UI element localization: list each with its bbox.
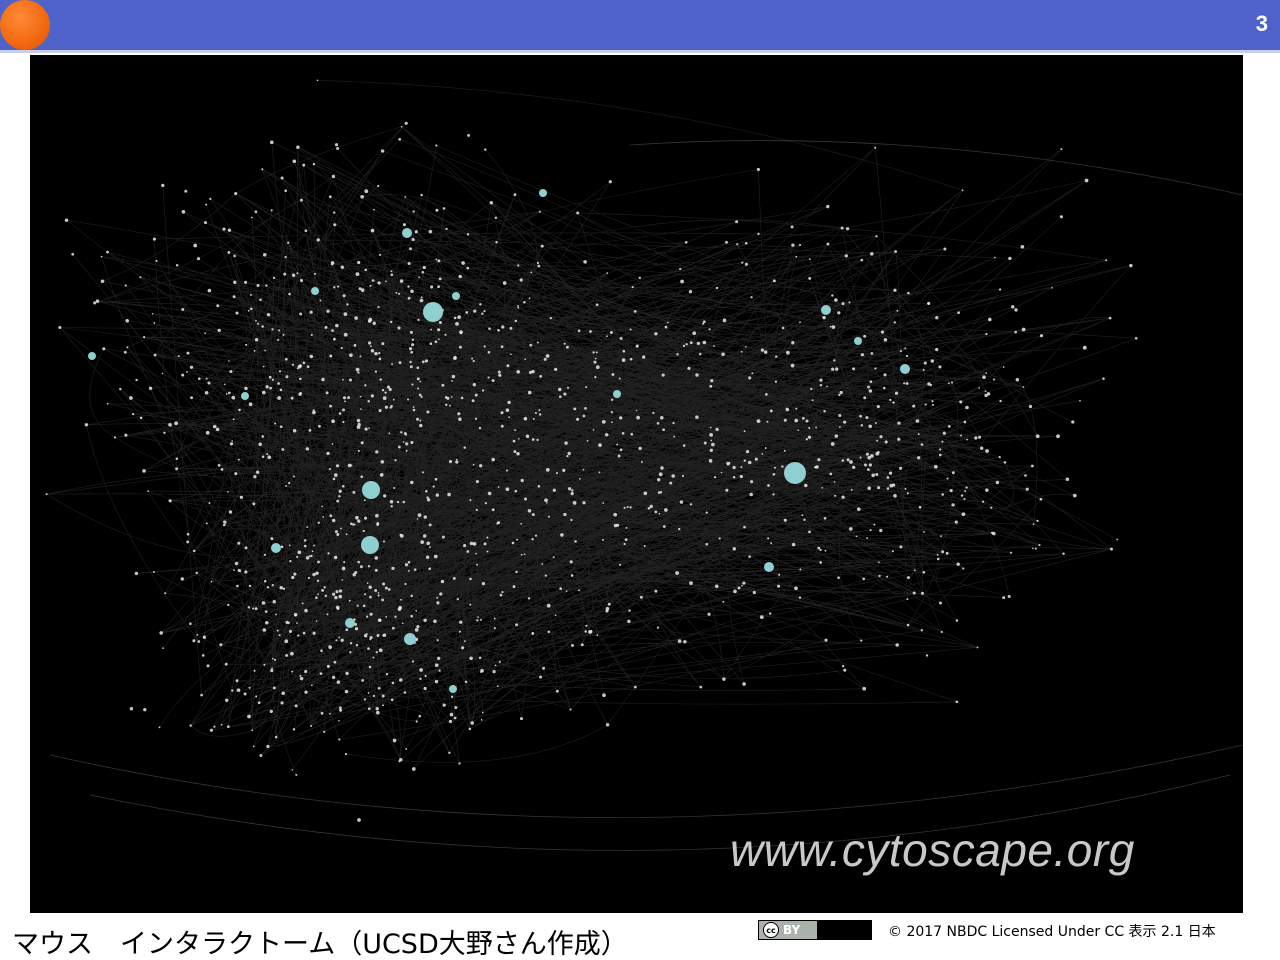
creative-commons-icon: cc xyxy=(763,922,779,938)
cytoscape-watermark: www.cytoscape.org xyxy=(730,824,1135,876)
network-long-arcs xyxy=(49,140,1243,851)
orange-circle-icon xyxy=(0,0,50,50)
header-bar xyxy=(0,0,1280,50)
page-number: 3 xyxy=(1255,11,1268,36)
network-hub-nodes xyxy=(88,189,910,693)
network-edges xyxy=(46,80,1137,776)
figure-caption: マウス インタラクトーム（UCSD大野さん作成） xyxy=(12,929,628,960)
network-nodes xyxy=(45,79,1138,822)
header-divider xyxy=(0,50,1280,53)
interactome-network-image: www.cytoscape.org xyxy=(30,55,1243,913)
cc-license-badge[interactable]: cc BY xyxy=(758,920,872,940)
license-text: © 2017 NBDC Licensed Under CC 表示 2.1 日本 xyxy=(888,924,1216,940)
network-graph xyxy=(45,79,1243,851)
cc-by-label: BY xyxy=(783,923,801,937)
